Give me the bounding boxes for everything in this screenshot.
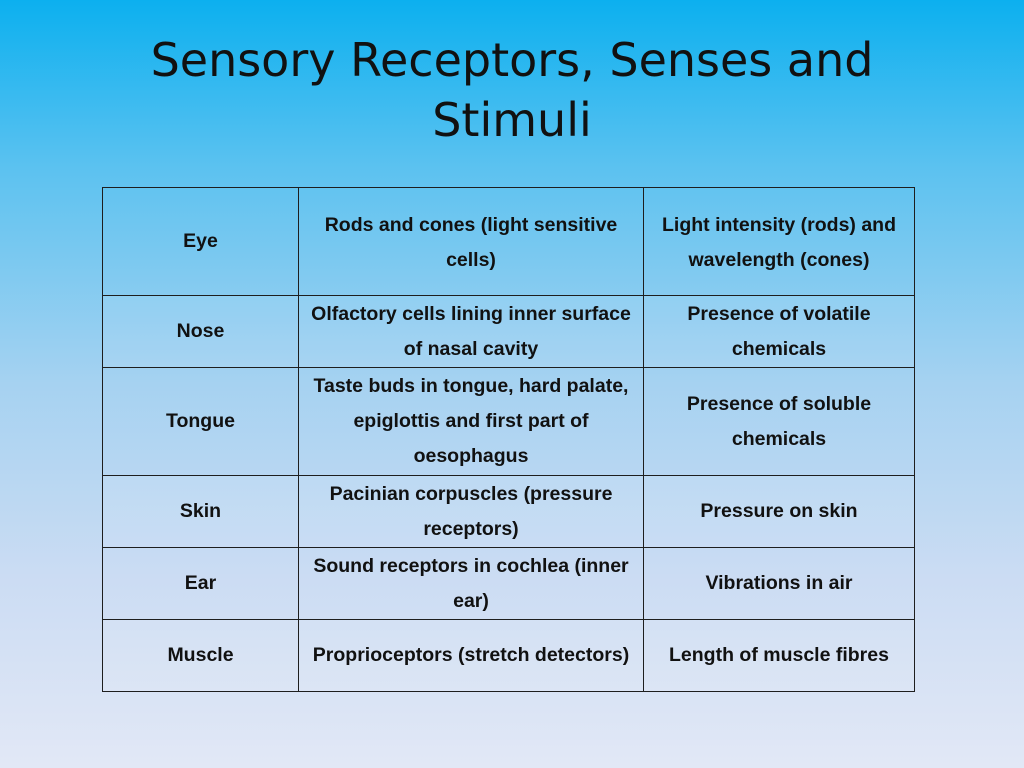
slide-title: Sensory Receptors, Senses and Stimuli xyxy=(150,33,874,147)
stimulus-cell: Presence of volatile chemicals xyxy=(643,295,915,368)
receptor-cell: Proprioceptors (stretch detectors) xyxy=(298,619,644,692)
table-row-eye: Eye Rods and cones (light sensitive cell… xyxy=(102,187,915,296)
receptor-cell: Rods and cones (light sensitive cells) xyxy=(298,187,644,296)
stimulus-cell: Presence of soluble chemicals xyxy=(643,367,915,476)
receptor-cell: Olfactory cells lining inner surface of … xyxy=(298,295,644,368)
table-row-muscle: Muscle Proprioceptors (stretch detectors… xyxy=(102,619,915,692)
stimulus-cell: Length of muscle fibres xyxy=(643,619,915,692)
senses-table: Eye Rods and cones (light sensitive cell… xyxy=(102,187,915,692)
organ-cell: Eye xyxy=(102,187,299,296)
table-row-ear: Ear Sound receptors in cochlea (inner ea… xyxy=(102,547,915,620)
table-row-skin: Skin Pacinian corpuscles (pressure recep… xyxy=(102,475,915,548)
receptor-cell: Sound receptors in cochlea (inner ear) xyxy=(298,547,644,620)
stimulus-cell: Pressure on skin xyxy=(643,475,915,548)
stimulus-cell: Vibrations in air xyxy=(643,547,915,620)
stimulus-cell: Light intensity (rods) and wavelength (c… xyxy=(643,187,915,296)
table-row-nose: Nose Olfactory cells lining inner surfac… xyxy=(102,295,915,368)
organ-cell: Ear xyxy=(102,547,299,620)
organ-cell: Muscle xyxy=(102,619,299,692)
receptor-cell: Pacinian corpuscles (pressure receptors) xyxy=(298,475,644,548)
organ-cell: Nose xyxy=(102,295,299,368)
table-row-tongue: Tongue Taste buds in tongue, hard palate… xyxy=(102,367,915,476)
organ-cell: Skin xyxy=(102,475,299,548)
receptor-cell: Taste buds in tongue, hard palate, epigl… xyxy=(298,367,644,476)
organ-cell: Tongue xyxy=(102,367,299,476)
